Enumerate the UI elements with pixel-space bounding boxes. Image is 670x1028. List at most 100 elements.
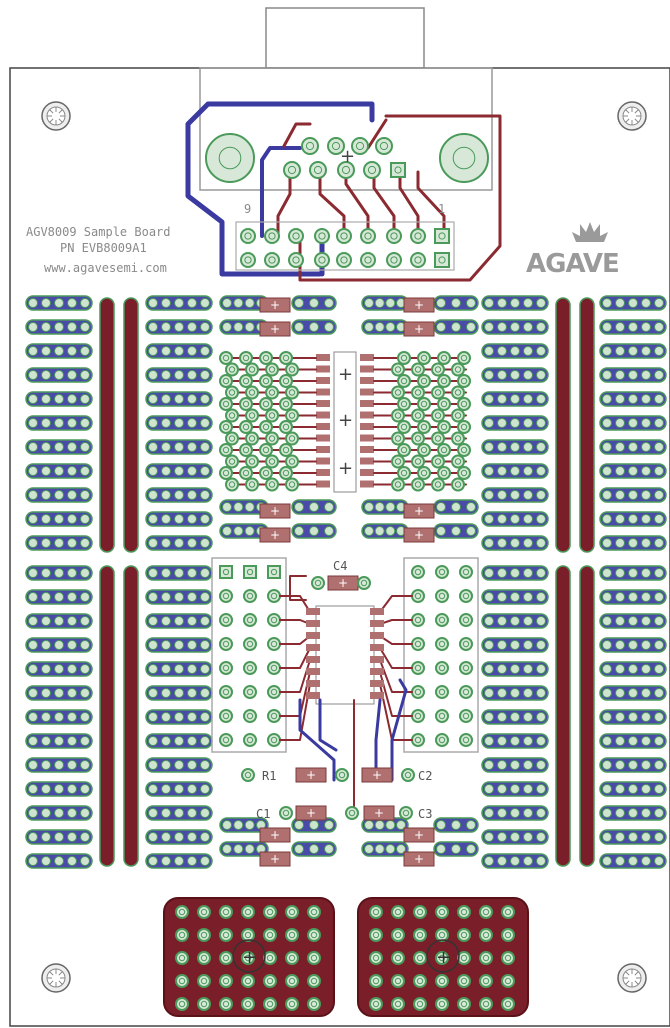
row-hole: [174, 370, 184, 380]
row-hole: [628, 442, 638, 452]
row-hole: [615, 616, 625, 626]
row-hole: [80, 568, 90, 578]
row-hole: [244, 820, 255, 830]
pad-hole: [288, 435, 296, 442]
row-hole: [80, 688, 90, 698]
dip-pad: [459, 685, 473, 699]
row-hole: [484, 760, 494, 770]
dip-pad: [243, 733, 257, 747]
pad-hole: [394, 977, 402, 985]
large-pad-hole: [479, 974, 493, 988]
plus-marker-icon: +: [374, 806, 384, 820]
pad-hole: [462, 664, 470, 672]
row-hole: [523, 616, 533, 626]
dip-pad: [267, 589, 281, 603]
row-hole: [641, 760, 651, 770]
dip-pad: [267, 661, 281, 675]
pad-hole: [440, 354, 448, 362]
row-hole: [174, 298, 184, 308]
breadboard-row: [361, 841, 409, 857]
row-hole: [233, 526, 244, 536]
row-hole: [324, 298, 334, 308]
row-hole: [510, 688, 520, 698]
row-hole: [187, 664, 197, 674]
pad-hole: [270, 712, 278, 720]
header-pad-square: [434, 252, 450, 268]
row-hole: [628, 370, 638, 380]
plus-marker-icon: +: [270, 528, 280, 542]
row-hole: [641, 640, 651, 650]
db9-mount-right: [439, 133, 489, 183]
pad-hole: [288, 389, 296, 396]
row-hole: [615, 832, 625, 842]
row-hole: [466, 526, 476, 536]
soic-breakout-pad: [225, 454, 239, 469]
pad-hole: [404, 771, 412, 779]
large-pad-hole: [263, 974, 277, 988]
row-hole: [364, 820, 374, 830]
row-hole: [628, 298, 638, 308]
row-hole: [628, 616, 638, 626]
row-hole: [67, 538, 77, 548]
soic-breakout-pad: [245, 431, 259, 446]
pad-hole: [394, 931, 402, 939]
row-hole: [536, 298, 546, 308]
db9-pin: [283, 161, 301, 179]
row-hole: [641, 688, 651, 698]
pad-hole: [200, 954, 208, 962]
pad-hole: [178, 954, 186, 962]
row-hole: [536, 808, 546, 818]
row-hole: [148, 442, 158, 452]
row-hole: [497, 760, 507, 770]
large-pad-hole: [413, 974, 427, 988]
row-hole: [451, 502, 461, 512]
pad-hole: [222, 469, 230, 477]
plus-marker-icon: +: [414, 528, 424, 542]
row-hole: [510, 664, 520, 674]
row-hole: [523, 736, 533, 746]
soic-breakout-pad: [259, 374, 273, 388]
soic-breakout-pad: [391, 408, 405, 423]
row-hole: [148, 418, 158, 428]
row-hole: [174, 514, 184, 524]
dip-pad: [411, 685, 425, 699]
smd-pad: [316, 354, 330, 361]
row-hole: [309, 844, 319, 854]
row-hole: [436, 820, 446, 830]
pad-hole: [460, 377, 468, 385]
row-hole: [497, 538, 507, 548]
row-hole: [41, 592, 51, 602]
row-hole: [80, 442, 90, 452]
row-hole: [654, 514, 664, 524]
row-hole: [523, 712, 533, 722]
pad-hole: [222, 354, 230, 362]
row-hole: [385, 844, 396, 854]
row-hole: [484, 712, 494, 722]
smd-pad: [316, 365, 330, 373]
pad-hole: [266, 1000, 274, 1008]
row-hole: [80, 712, 90, 722]
dip-pad: [243, 661, 257, 675]
large-pad-hole: [413, 997, 427, 1011]
row-hole: [536, 784, 546, 794]
row-hole: [28, 592, 38, 602]
pad-hole: [268, 481, 276, 488]
row-hole: [67, 712, 77, 722]
soic-breakout-pad: [219, 420, 233, 434]
pad-hole: [460, 446, 468, 454]
row-hole: [174, 712, 184, 722]
soic-breakout-pad: [259, 397, 273, 411]
pad-hole: [460, 908, 468, 916]
row-hole: [451, 526, 461, 536]
large-pad-hole: [241, 974, 255, 988]
row-hole: [174, 466, 184, 476]
soic-breakout-pad: [279, 443, 293, 457]
pad-hole: [314, 579, 322, 587]
row-hole: [233, 502, 244, 512]
row-hole: [523, 298, 533, 308]
row-hole: [200, 736, 210, 746]
row-hole: [200, 664, 210, 674]
row-hole: [628, 856, 638, 866]
row-hole: [54, 490, 64, 500]
pad-hole: [246, 640, 254, 648]
